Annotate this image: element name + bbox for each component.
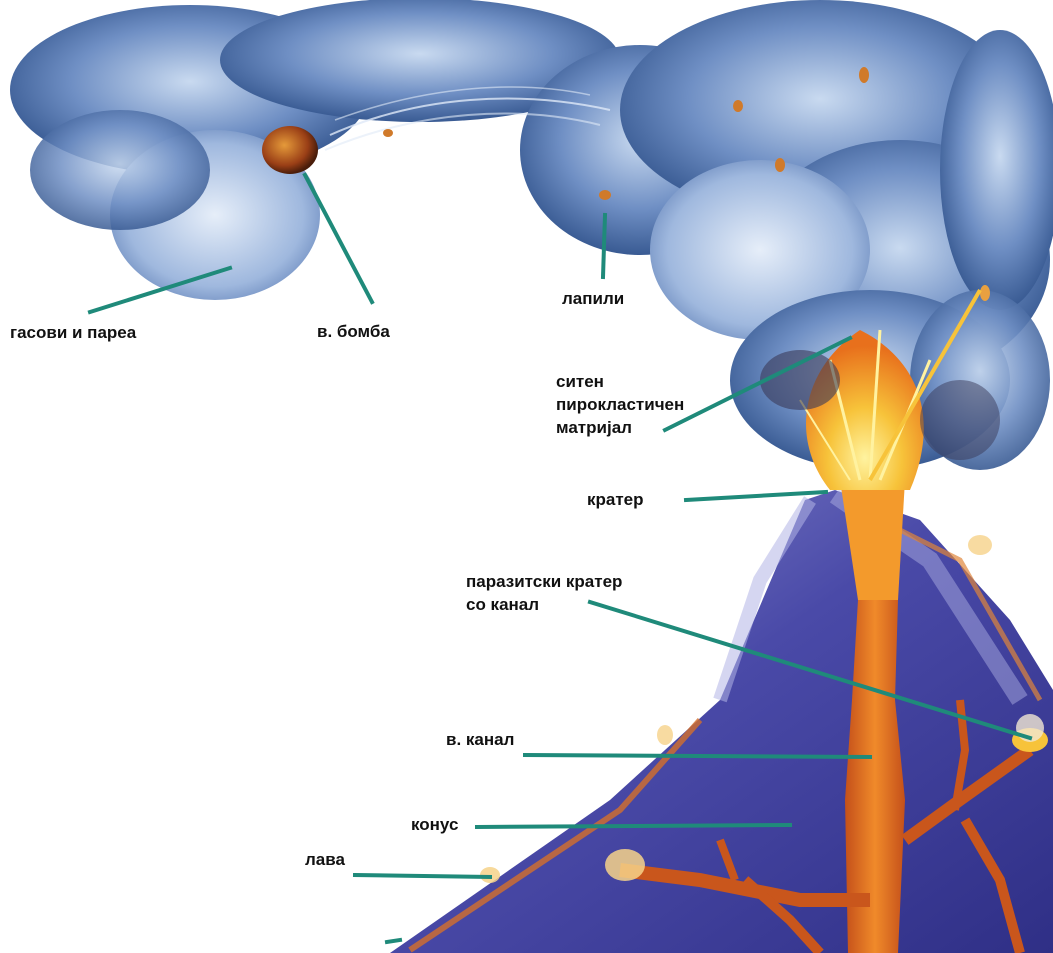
label-lava: лава <box>305 850 345 869</box>
leader-line-cone <box>477 825 790 827</box>
label-pyroclastic-line1: ситен <box>556 372 604 391</box>
label-bomb: в. бомба <box>317 322 390 341</box>
label-cone: конус <box>411 815 458 834</box>
label-gases: гасови и пареа <box>10 323 137 342</box>
leader-line-vent <box>525 755 870 757</box>
leader-line-lapilli <box>603 215 605 277</box>
label-pyroclastic-line3: матријал <box>556 418 632 437</box>
label-parasitic-line1: паразитски кратер <box>466 572 622 591</box>
label-lapilli: лапили <box>562 289 624 308</box>
leader-line-lava <box>355 875 490 877</box>
volcanic-bomb <box>262 126 318 174</box>
label-parasitic-line2: со канал <box>466 595 539 614</box>
label-vent: в. канал <box>446 730 514 749</box>
label-pyroclastic-line2: пирокластичен <box>556 395 684 414</box>
label-crater: кратер <box>587 490 644 509</box>
leader-line-bottom <box>387 940 400 942</box>
labels: гасови и пареа в. бомба лапили ситен пир… <box>10 289 684 869</box>
